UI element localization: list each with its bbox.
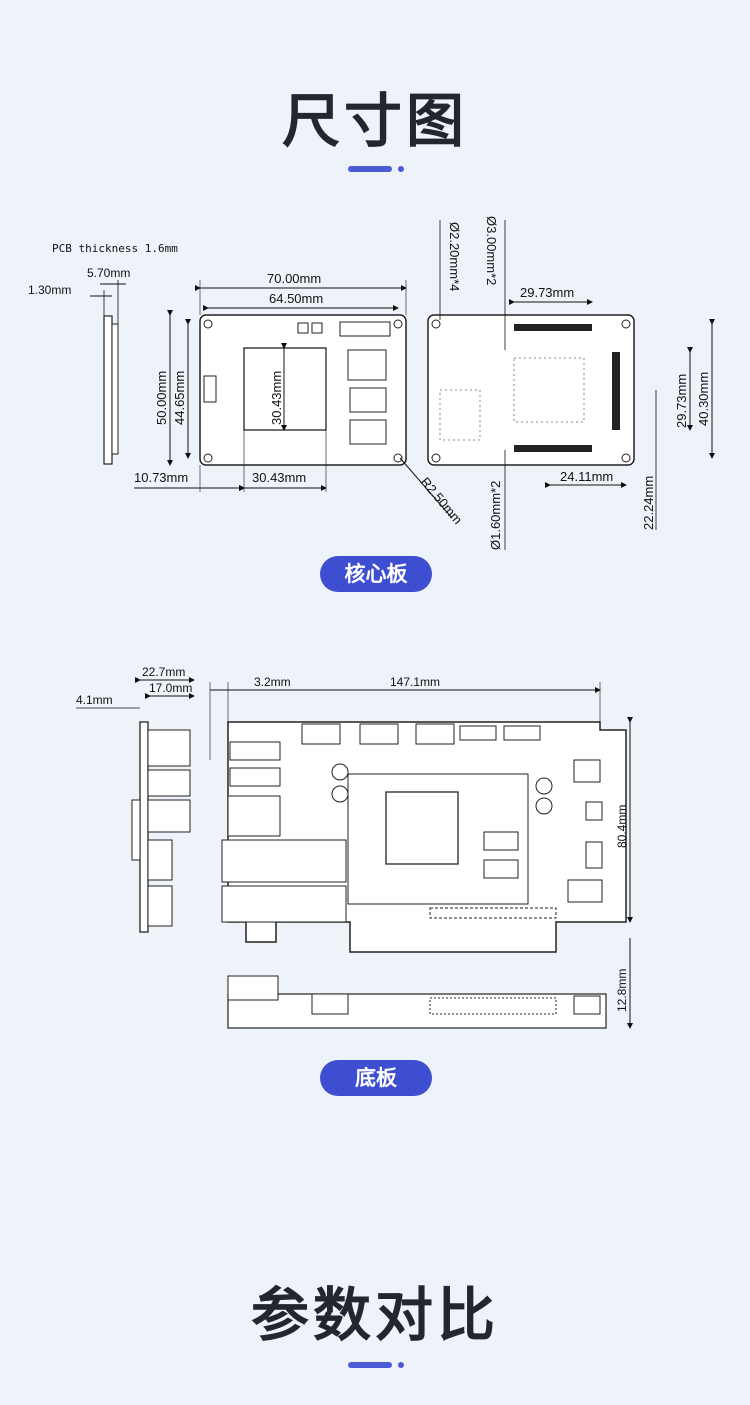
dim-side-edge: 1.30mm	[28, 283, 71, 297]
core-board-label: 核心板	[320, 556, 432, 592]
core-side-components	[111, 323, 119, 455]
board-connector	[514, 324, 592, 331]
core-board-back	[427, 314, 635, 466]
mount-hole	[203, 453, 213, 463]
dim-thickness: 12.8mm	[615, 969, 629, 1012]
component	[585, 841, 603, 869]
dim-chip-offset-x: 10.73mm	[134, 470, 188, 485]
dual-usb-port	[221, 885, 347, 923]
side-port	[131, 799, 141, 861]
capacitor	[535, 797, 553, 815]
component	[311, 322, 323, 334]
side-port	[147, 885, 173, 927]
title-underline-dot	[398, 166, 404, 172]
mount-hole	[393, 453, 403, 463]
memory-chip	[349, 387, 387, 413]
dim-board-height: 40.30mm	[696, 372, 711, 426]
connector	[301, 723, 341, 745]
component	[573, 759, 601, 783]
component	[567, 879, 603, 903]
component-area	[513, 357, 585, 423]
capacitor	[331, 785, 349, 803]
section-title-comparison: 参数对比	[250, 1281, 499, 1349]
title-underline-dot	[398, 1362, 404, 1368]
dim-side-total: 22.7mm	[142, 665, 185, 679]
core-board-socket	[385, 791, 459, 865]
front-gpio	[429, 997, 557, 1015]
base-board-front	[227, 993, 607, 1029]
memory-chip	[349, 419, 387, 445]
dim-hole-spacing-x: 64.50mm	[269, 291, 323, 306]
dim-connector-width: 29.73mm	[520, 285, 574, 300]
connector	[415, 723, 455, 745]
mount-hole	[393, 319, 403, 329]
connector	[503, 725, 541, 741]
dim-connector-offset-y: 22.24mm	[641, 476, 656, 530]
dim-connector-hole-diameter: Ø3.00mm*2	[484, 216, 499, 285]
dim-edge-offset: 3.2mm	[254, 675, 291, 689]
base-board-label: 底板	[320, 1060, 432, 1096]
dim-connector-height: 29.73mm	[674, 374, 689, 428]
pcb-thickness-note: PCB thickness 1.6mm	[52, 242, 178, 255]
mount-hole	[203, 319, 213, 329]
mount-hole	[431, 453, 441, 463]
dim-side-inner: 17.0mm	[149, 681, 192, 695]
mount-hole	[621, 319, 631, 329]
title-underline	[348, 166, 392, 172]
connector	[459, 725, 497, 741]
dim-hole-spacing-y: 44.65mm	[172, 371, 187, 425]
core-board-outline	[347, 773, 529, 905]
gpio-header	[429, 907, 557, 919]
dim-side-edge: 4.1mm	[76, 693, 113, 707]
mount-hole	[621, 453, 631, 463]
front-port	[573, 995, 601, 1015]
base-board-drawing: 22.7mm 17.0mm 4.1mm	[76, 665, 633, 1029]
title-underline	[348, 1362, 392, 1368]
component	[297, 322, 309, 334]
ethernet-port	[227, 795, 281, 837]
component	[483, 831, 519, 851]
base-side-pcb	[139, 721, 149, 933]
front-port	[311, 993, 349, 1015]
dim-line	[399, 457, 453, 519]
memory-chip	[347, 349, 387, 381]
dim-small-hole-diameter: Ø1.60mm*2	[488, 481, 503, 550]
hdmi-port	[229, 741, 281, 761]
dim-corner-radius: R2.50mm	[418, 474, 466, 527]
dim-chip-size-h: 30.43mm	[252, 470, 306, 485]
front-port	[227, 975, 279, 1001]
soc-chip	[243, 347, 327, 431]
dim-height-total: 80.4mm	[615, 805, 629, 848]
capacitor	[331, 763, 349, 781]
connector	[359, 723, 399, 745]
dim-chip-size-v: 30.43mm	[269, 371, 284, 425]
section-title-dimensions: 尺寸图	[281, 87, 468, 155]
core-side-pcb	[103, 315, 113, 465]
dual-usb-port	[221, 839, 347, 883]
dim-height-total: 50.00mm	[154, 371, 169, 425]
component	[585, 801, 603, 821]
dim-width-total: 70.00mm	[267, 271, 321, 286]
side-port	[147, 729, 191, 767]
dim-side-total: 5.70mm	[87, 266, 130, 280]
core-board-drawing: PCB thickness 1.6mm 5.70mm 1.30mm 70.00m…	[28, 216, 715, 550]
mount-hole	[431, 319, 441, 329]
side-port	[147, 839, 173, 881]
component-area	[439, 389, 481, 441]
component	[203, 375, 217, 403]
side-port	[147, 799, 191, 833]
component	[339, 321, 391, 337]
component	[483, 859, 519, 879]
side-port	[147, 769, 191, 797]
board-connector	[612, 352, 620, 430]
hdmi-port	[229, 767, 281, 787]
capacitor	[535, 777, 553, 795]
dim-width-total: 147.1mm	[390, 675, 440, 689]
board-connector	[514, 445, 592, 452]
dim-connector-offset-x: 24.11mm	[560, 469, 613, 484]
dim-hole-diameter: Ø2.20mm*4	[447, 222, 462, 291]
